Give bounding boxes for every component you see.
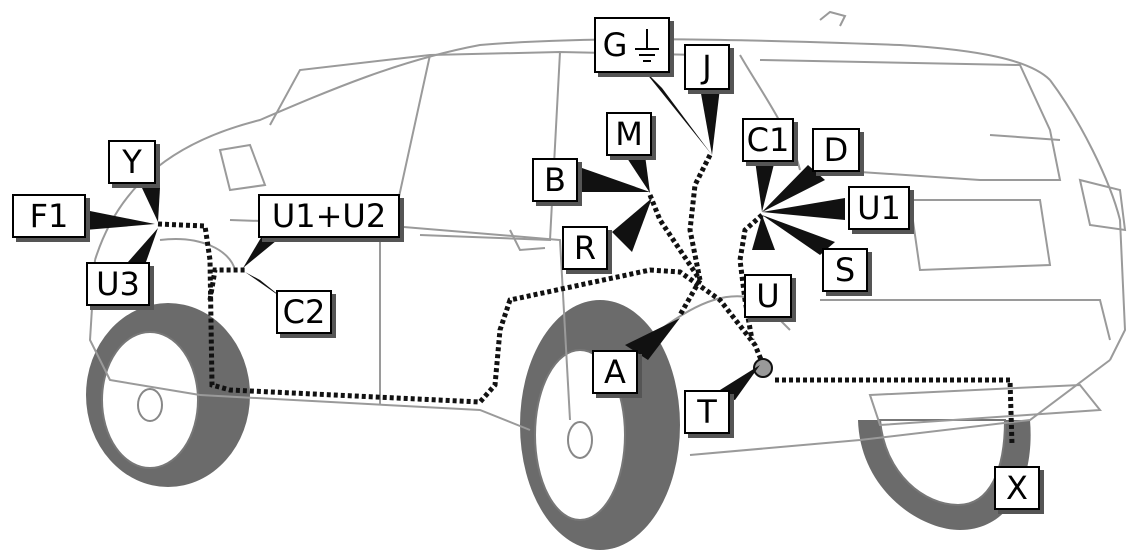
pointer-u1 bbox=[762, 198, 845, 220]
pointer-j bbox=[700, 88, 720, 155]
rear-tire bbox=[520, 300, 680, 550]
pointer-s bbox=[762, 215, 835, 255]
pointer-b bbox=[582, 168, 650, 192]
label-g-text: G bbox=[602, 26, 628, 64]
pointer-c2 bbox=[245, 272, 285, 300]
pointer-d bbox=[762, 165, 825, 212]
front-tire bbox=[86, 303, 250, 487]
label-y: Y bbox=[108, 140, 156, 184]
label-m: M bbox=[606, 112, 652, 156]
pointer-y bbox=[142, 188, 160, 222]
pointer-r bbox=[612, 198, 652, 252]
label-s: S bbox=[822, 248, 868, 292]
label-j: J bbox=[684, 44, 730, 90]
label-b: B bbox=[532, 158, 578, 202]
label-c1: C1 bbox=[742, 118, 794, 162]
ground-icon bbox=[635, 29, 660, 62]
label-c2: C2 bbox=[276, 290, 332, 334]
pointer-m bbox=[625, 155, 650, 193]
pointer-u bbox=[752, 215, 775, 250]
label-u: U bbox=[744, 274, 792, 318]
pointer-c1 bbox=[755, 160, 775, 212]
pointer-u3 bbox=[128, 228, 158, 262]
connector-t-circle bbox=[753, 358, 773, 378]
label-f1: F1 bbox=[12, 194, 86, 238]
label-d: D bbox=[812, 128, 860, 172]
label-r: R bbox=[562, 226, 608, 270]
label-t: T bbox=[684, 390, 730, 434]
label-x: X bbox=[994, 466, 1040, 510]
label-u3: U3 bbox=[86, 262, 150, 306]
callout-pointers bbox=[85, 68, 845, 400]
pointer-a bbox=[625, 318, 680, 360]
pointer-f1 bbox=[85, 210, 155, 230]
far-rear-tire bbox=[858, 419, 1031, 530]
pointer-g bbox=[642, 68, 712, 155]
label-a: A bbox=[592, 350, 638, 394]
label-u1: U1 bbox=[848, 186, 910, 230]
label-g: G bbox=[594, 17, 670, 73]
pointer-u1u2 bbox=[243, 236, 282, 268]
label-u1u2: U1+U2 bbox=[258, 194, 400, 238]
